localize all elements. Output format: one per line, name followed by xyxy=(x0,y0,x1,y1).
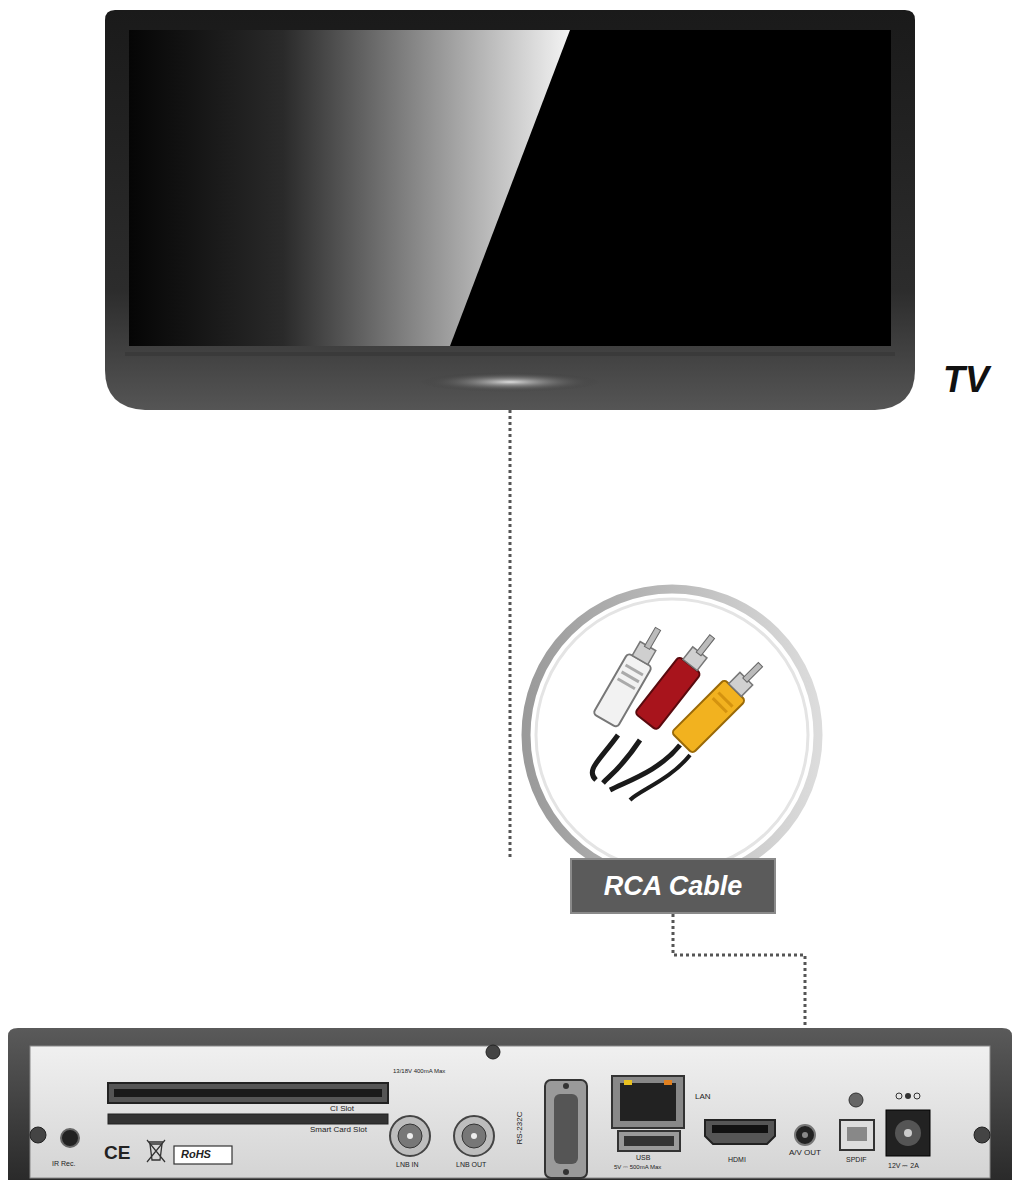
cable-label-box: RCA Cable xyxy=(570,858,776,914)
port-label: USB xyxy=(636,1154,650,1161)
jack-symbol xyxy=(793,1123,817,1147)
rca-circle xyxy=(526,589,818,881)
av-out-port: A/V OUT xyxy=(789,1123,821,1157)
port-label: HDMI xyxy=(728,1156,746,1163)
slot-label: Smart Card Slot xyxy=(310,1126,367,1134)
tv-label: TV xyxy=(943,362,989,398)
receiver-back-panel xyxy=(8,1028,1012,1180)
tv: TV xyxy=(105,10,915,410)
power-spec: 5V ⎓ 500mA Max xyxy=(614,1164,661,1170)
port-label: LAN xyxy=(695,1093,711,1101)
power-spec: 13/18V 400mA Max xyxy=(393,1068,445,1074)
port-label: IR Rec. xyxy=(52,1160,75,1167)
dotted-connector xyxy=(509,410,512,858)
slot-label: CI Slot xyxy=(330,1105,354,1113)
rohs-mark: RoHS xyxy=(181,1149,211,1160)
port-label: SPDIF xyxy=(846,1156,867,1163)
tv-frame xyxy=(105,10,915,410)
power-spec: 12V ⎓ 2A xyxy=(888,1162,919,1169)
port-label: LNB IN xyxy=(396,1161,419,1168)
port-label: LNB OUT xyxy=(456,1161,486,1168)
port-label: A/V OUT xyxy=(789,1149,821,1157)
ce-mark: CE xyxy=(104,1143,130,1162)
cable-label: RCA Cable xyxy=(604,870,743,902)
port-label: RS-232C xyxy=(516,1112,524,1145)
